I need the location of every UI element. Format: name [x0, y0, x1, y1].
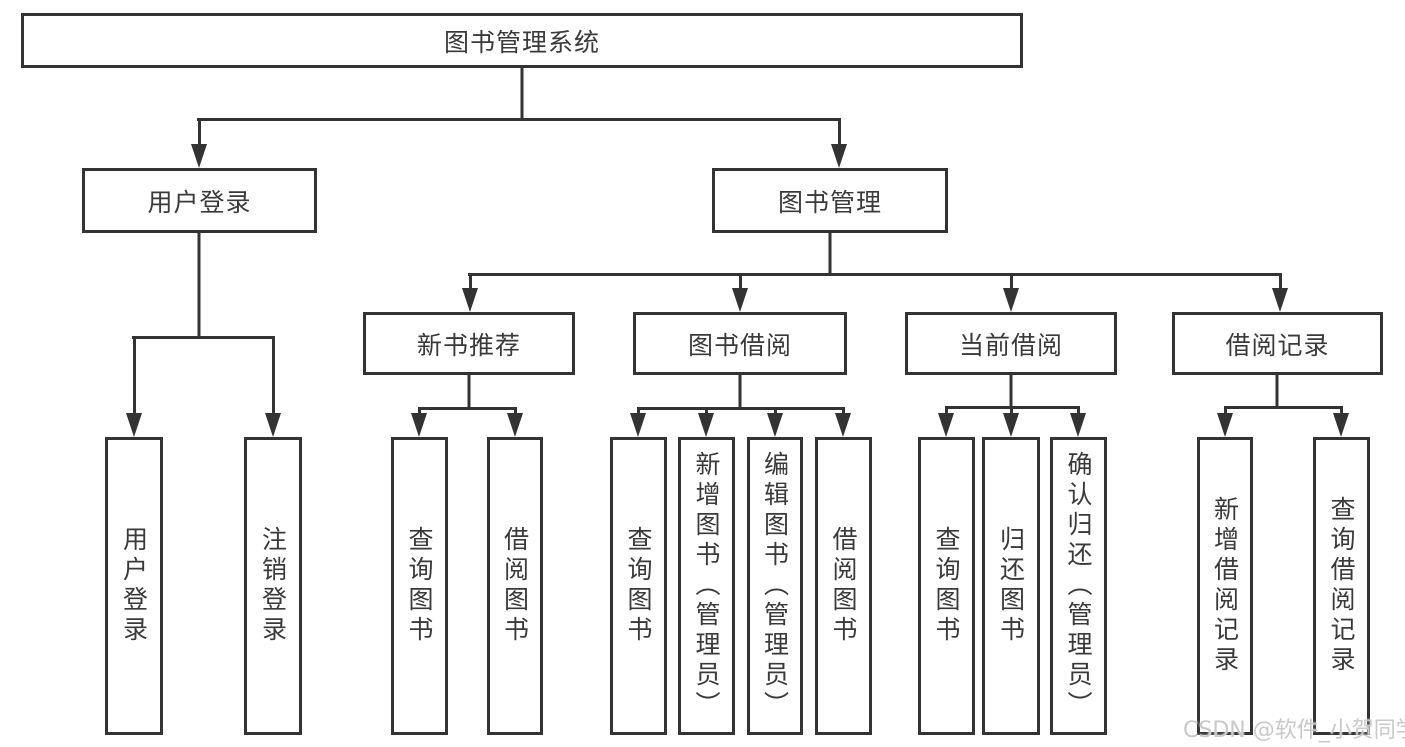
leaf-records-query-record: 查询借阅记录: [1313, 437, 1370, 735]
leaf-current-confirm-return-admin: 确认归还（管理员）: [1050, 437, 1107, 735]
node-book-borrowing: 图书借阅: [633, 312, 847, 375]
connector-stem: [828, 233, 832, 275]
leaf-records-add-record: 新增借阅记录: [1197, 437, 1253, 735]
node-borrowing-records: 借阅记录: [1172, 312, 1383, 375]
connector-hline: [132, 336, 274, 339]
leaf-label: 查询借阅记录: [1327, 496, 1356, 676]
node-label: 图书管理: [777, 187, 882, 217]
leaf-label: 查询图书: [932, 526, 961, 646]
node-current-borrowing: 当前借阅: [905, 312, 1117, 375]
connector-stem: [1009, 375, 1013, 408]
node-book-management: 图书管理: [712, 168, 948, 233]
arrow-down-icon: [1003, 273, 1019, 312]
leaf-borrowing-borrow-books: 借阅图书: [815, 437, 872, 735]
arrow-down-icon: [462, 273, 478, 312]
leaf-newbook-query-books: 查询图书: [391, 437, 448, 735]
leaf-borrowing-edit-books-admin: 编辑图书（管理员）: [747, 437, 803, 735]
connector-stem: [738, 375, 742, 409]
node-user-login: 用户登录: [82, 168, 317, 233]
leaf-label: 编辑图书（管理员）: [760, 451, 790, 721]
connector-stem: [467, 375, 471, 409]
leaf-newbook-borrow-books: 借阅图书: [487, 437, 543, 735]
connector-stem: [520, 68, 524, 120]
arrow-down-icon: [411, 407, 427, 437]
arrow-down-icon: [507, 407, 523, 437]
arrow-down-icon: [1070, 406, 1086, 437]
connector-stem: [1275, 375, 1279, 408]
node-library-system: 图书管理系统: [21, 13, 1023, 68]
arrow-down-icon: [630, 407, 646, 437]
node-label: 图书管理系统: [443, 27, 600, 57]
leaf-label: 用户登录: [119, 526, 149, 646]
node-new-book-recommend: 新书推荐: [363, 312, 575, 375]
node-label: 图书借阅: [687, 330, 792, 360]
connector-hline: [637, 407, 845, 410]
leaf-label: 归还图书: [996, 526, 1026, 646]
leaf-borrowing-query-books: 查询图书: [610, 437, 667, 735]
connector-hline: [197, 118, 841, 121]
leaf-label: 注销登录: [258, 526, 288, 646]
node-label: 用户登录: [147, 187, 252, 217]
connector-hline: [468, 273, 1281, 276]
leaf-label: 新增图书（管理员）: [692, 451, 721, 721]
leaf-user-login: 用户登录: [105, 437, 163, 735]
leaf-label: 借阅图书: [829, 526, 858, 646]
arrow-down-icon: [1333, 406, 1349, 437]
node-label: 借阅记录: [1225, 330, 1330, 360]
arrow-down-icon: [126, 336, 142, 437]
arrow-down-icon: [831, 118, 847, 168]
leaf-label: 借阅图书: [500, 526, 530, 646]
arrow-down-icon: [265, 336, 281, 437]
connector-hline: [418, 407, 517, 410]
arrow-down-icon: [1217, 406, 1233, 437]
leaf-label: 新增借阅记录: [1210, 496, 1240, 676]
arrow-down-icon: [1003, 406, 1019, 437]
arrow-down-icon: [698, 407, 714, 437]
leaf-borrowing-add-books-admin: 新增图书（管理员）: [678, 437, 735, 735]
leaf-label: 查询图书: [624, 526, 653, 646]
arrow-down-icon: [1272, 273, 1288, 312]
leaf-label: 查询图书: [405, 526, 434, 646]
arrow-down-icon: [938, 406, 954, 437]
arrow-down-icon: [191, 118, 207, 168]
arrow-down-icon: [767, 407, 783, 437]
node-label: 当前借阅: [958, 330, 1063, 360]
node-label: 新书推荐: [416, 330, 521, 360]
leaf-label: 确认归还（管理员）: [1064, 451, 1093, 721]
leaf-current-query-books: 查询图书: [918, 437, 975, 735]
leaf-current-return-books: 归还图书: [982, 437, 1040, 735]
connector-stem: [197, 233, 201, 338]
arrow-down-icon: [835, 407, 851, 437]
arrow-down-icon: [732, 273, 748, 312]
csdn-watermark: CSDN @软件_小贺同学: [1183, 718, 1405, 743]
connector-hline: [1224, 406, 1342, 409]
leaf-logout: 注销登录: [244, 437, 302, 735]
